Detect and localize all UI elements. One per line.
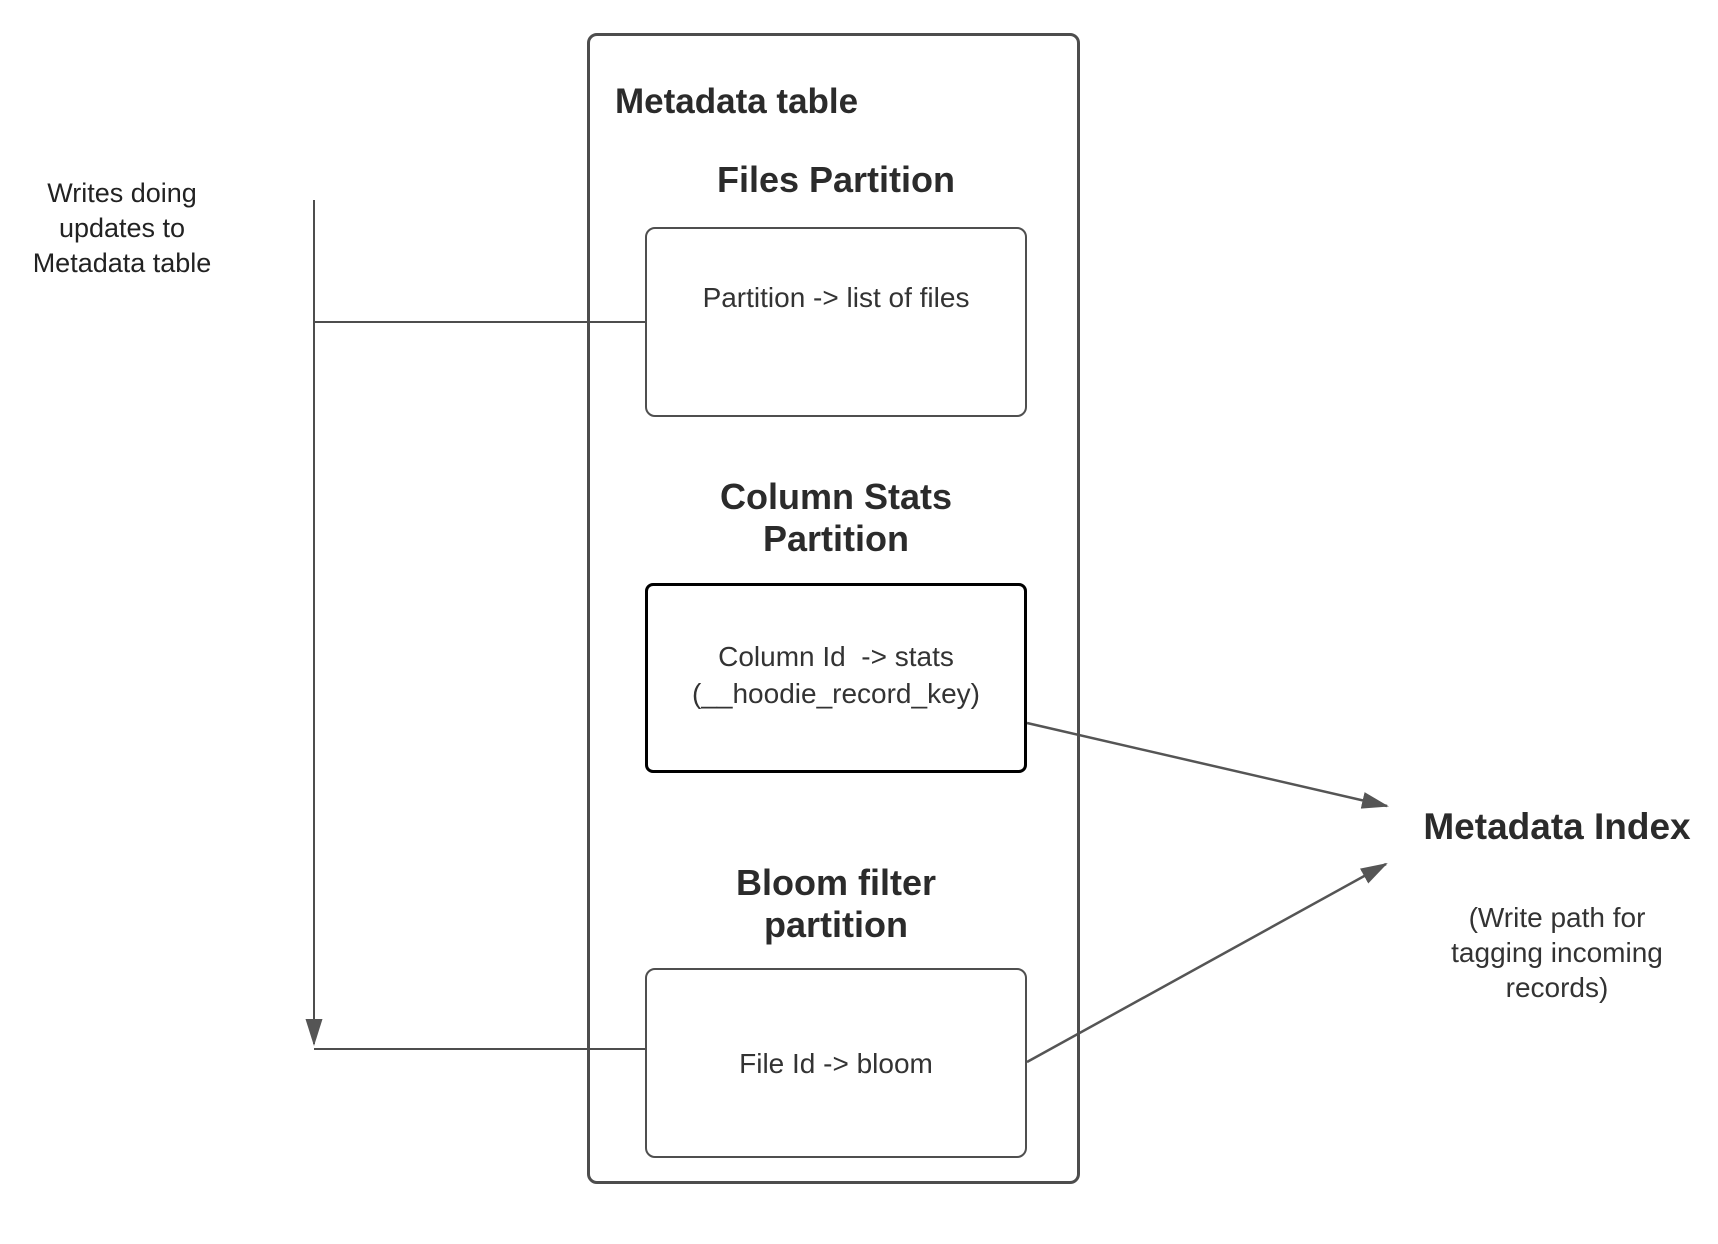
column-stats-partition-heading: Column Stats Partition (719, 476, 952, 559)
metadata-table-box (587, 33, 1080, 1184)
bloom-filter-partition-body: File Id -> bloom (739, 1047, 933, 1079)
writes-note: Writes doing updates to Metadata table (32, 178, 212, 278)
stats-to-index-arrow (1026, 721, 1389, 809)
column-stats-partition-body: Column Id -> stats (__hoodie_record_key) (692, 641, 980, 709)
metadata-index-title: Metadata Index (1423, 806, 1691, 847)
bloom-filter-partition-box: File Id -> bloom (645, 968, 1027, 1158)
bloom-filter-partition-heading: Bloom filter partition (735, 862, 936, 945)
bloom-to-index-arrow (1026, 862, 1388, 1064)
metadata-index-subtitle: (Write path for tagging incoming records… (1451, 902, 1663, 1003)
files-partition-box: Partition -> list of files (645, 227, 1027, 417)
files-partition-body: Partition -> list of files (702, 282, 970, 313)
metadata-table-title: Metadata table (615, 82, 859, 121)
files-partition-heading: Files Partition (716, 159, 956, 200)
column-stats-partition-box: Column Id -> stats (__hoodie_record_key) (645, 583, 1027, 773)
